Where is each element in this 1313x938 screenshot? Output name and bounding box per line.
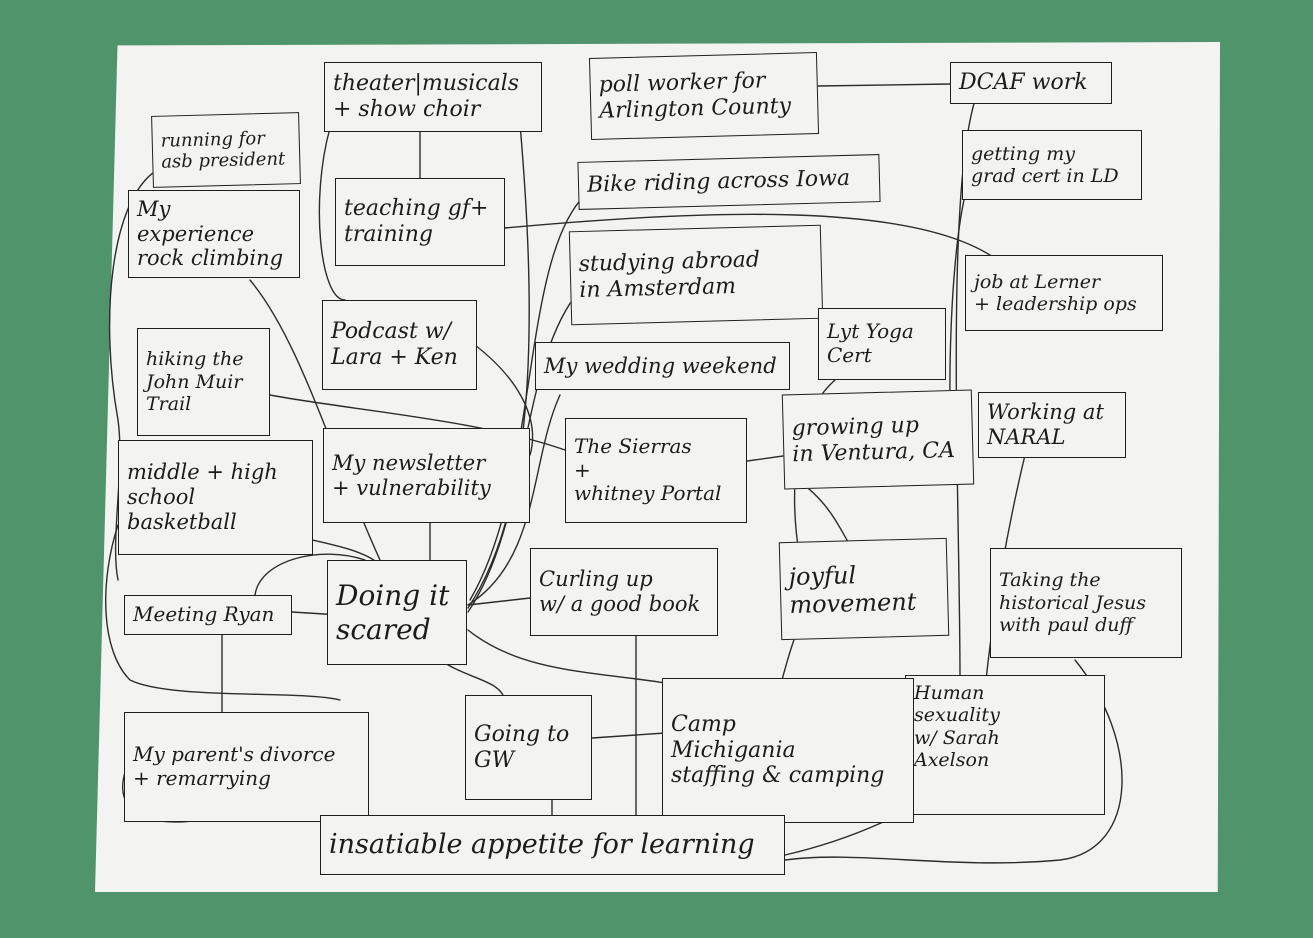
node-naral: Working at NARAL xyxy=(978,392,1126,458)
node-joyful-label: joyful movement xyxy=(788,560,917,619)
node-bike-iowa-label: Bike riding across Iowa xyxy=(586,165,851,198)
link-scared-gw xyxy=(439,659,506,701)
node-naral-label: Working at NARAL xyxy=(987,400,1104,449)
node-amsterdam: studying abroad in Amsterdam xyxy=(568,224,824,326)
node-poll-worker: poll worker for Arlington County xyxy=(588,52,820,140)
node-ryan: Meeting Ryan xyxy=(124,595,292,635)
node-podcast-label: Podcast w/ Lara + Ken xyxy=(331,319,458,370)
node-joyful: joyful movement xyxy=(778,537,950,641)
link-basketball-left xyxy=(105,524,341,701)
node-sexuality: Human sexuality w/ Sarah Axelson xyxy=(905,675,1105,815)
node-learning-label: insatiable appetite for learning xyxy=(329,829,755,861)
node-poll-worker-label: poll worker for Arlington County xyxy=(598,68,792,124)
node-asb-label: running for asb president xyxy=(160,127,286,173)
node-bike-iowa: Bike riding across Iowa xyxy=(577,154,881,210)
link-theater-left xyxy=(318,127,346,301)
node-asb: running for asb president xyxy=(151,112,301,188)
node-ventura-label: growing up in Ventura, CA xyxy=(791,412,956,467)
node-jmt: hiking the John Muir Trail xyxy=(137,328,270,436)
node-book: Curling up w/ a good book xyxy=(530,548,718,636)
node-camp: Camp Michigania staffing & camping xyxy=(662,678,914,823)
node-divorce: My parent's divorce + remarrying xyxy=(124,712,369,822)
node-sexuality-label: Human sexuality w/ Sarah Axelson xyxy=(914,682,1000,772)
node-teaching-gf-label: teaching gf+ training xyxy=(344,196,489,247)
link-bike-scared xyxy=(469,194,586,601)
node-wedding-label: My wedding weekend xyxy=(544,353,777,378)
node-sierras-label: The Sierras + whitney Portal xyxy=(574,434,722,506)
node-jesus: Taking the historical Jesus with paul du… xyxy=(990,548,1182,658)
node-theater-label: theater|musicals + show choir xyxy=(333,71,520,122)
node-theater: theater|musicals + show choir xyxy=(324,62,542,132)
node-ryan-label: Meeting Ryan xyxy=(133,602,275,627)
node-sierras: The Sierras + whitney Portal xyxy=(565,418,747,523)
link-scared-book xyxy=(467,597,531,606)
node-grad-cert: getting my grad cert in LD xyxy=(962,130,1142,200)
node-gw-label: Going to GW xyxy=(474,721,570,773)
link-podcast-newsletter xyxy=(474,344,534,456)
node-podcast: Podcast w/ Lara + Ken xyxy=(322,300,477,390)
node-newsletter-label: My newsletter + vulnerability xyxy=(332,450,491,500)
node-learning: insatiable appetite for learning xyxy=(320,815,785,875)
node-camp-label: Camp Michigania staffing & camping xyxy=(671,711,885,789)
link-jesus-learning xyxy=(784,659,1123,864)
node-lerner-label: job at Lerner + leadership ops xyxy=(974,270,1137,315)
node-yoga-label: Lyt Yoga Cert xyxy=(827,319,914,367)
node-teaching-gf: teaching gf+ training xyxy=(335,178,505,266)
node-newsletter: My newsletter + vulnerability xyxy=(323,428,530,523)
node-yoga: Lyt Yoga Cert xyxy=(818,308,946,380)
node-basketball-label: middle + high school basketball xyxy=(127,460,278,534)
node-scared: Doing it scared xyxy=(327,560,467,665)
node-rock-climbing: My experience rock climbing xyxy=(128,190,300,278)
node-grad-cert-label: getting my grad cert in LD xyxy=(971,142,1119,187)
link-asb-left xyxy=(108,169,158,581)
node-amsterdam-label: studying abroad in Amsterdam xyxy=(578,247,761,304)
link-gw-camp xyxy=(591,732,666,739)
link-ryan-newsletter xyxy=(254,553,366,596)
node-wedding: My wedding weekend xyxy=(535,342,790,390)
node-ventura: growing up in Ventura, CA xyxy=(781,389,975,490)
node-scared-label: Doing it scared xyxy=(336,579,450,646)
link-sierras-ventura xyxy=(739,454,791,463)
node-jesus-label: Taking the historical Jesus with paul du… xyxy=(999,569,1146,637)
node-dcaf: DCAF work xyxy=(950,62,1112,104)
node-basketball: middle + high school basketball xyxy=(118,440,313,555)
node-rock-climbing-label: My experience rock climbing xyxy=(137,196,284,271)
node-dcaf-label: DCAF work xyxy=(959,70,1088,96)
node-divorce-label: My parent's divorce + remarrying xyxy=(133,742,336,790)
node-book-label: Curling up w/ a good book xyxy=(539,567,701,616)
link-teaching-lerner xyxy=(504,213,1001,263)
link-poll-dcaf xyxy=(817,83,951,87)
node-gw: Going to GW xyxy=(465,695,592,800)
node-lerner: job at Lerner + leadership ops xyxy=(965,255,1163,331)
node-jmt-label: hiking the John Muir Trail xyxy=(146,348,244,416)
